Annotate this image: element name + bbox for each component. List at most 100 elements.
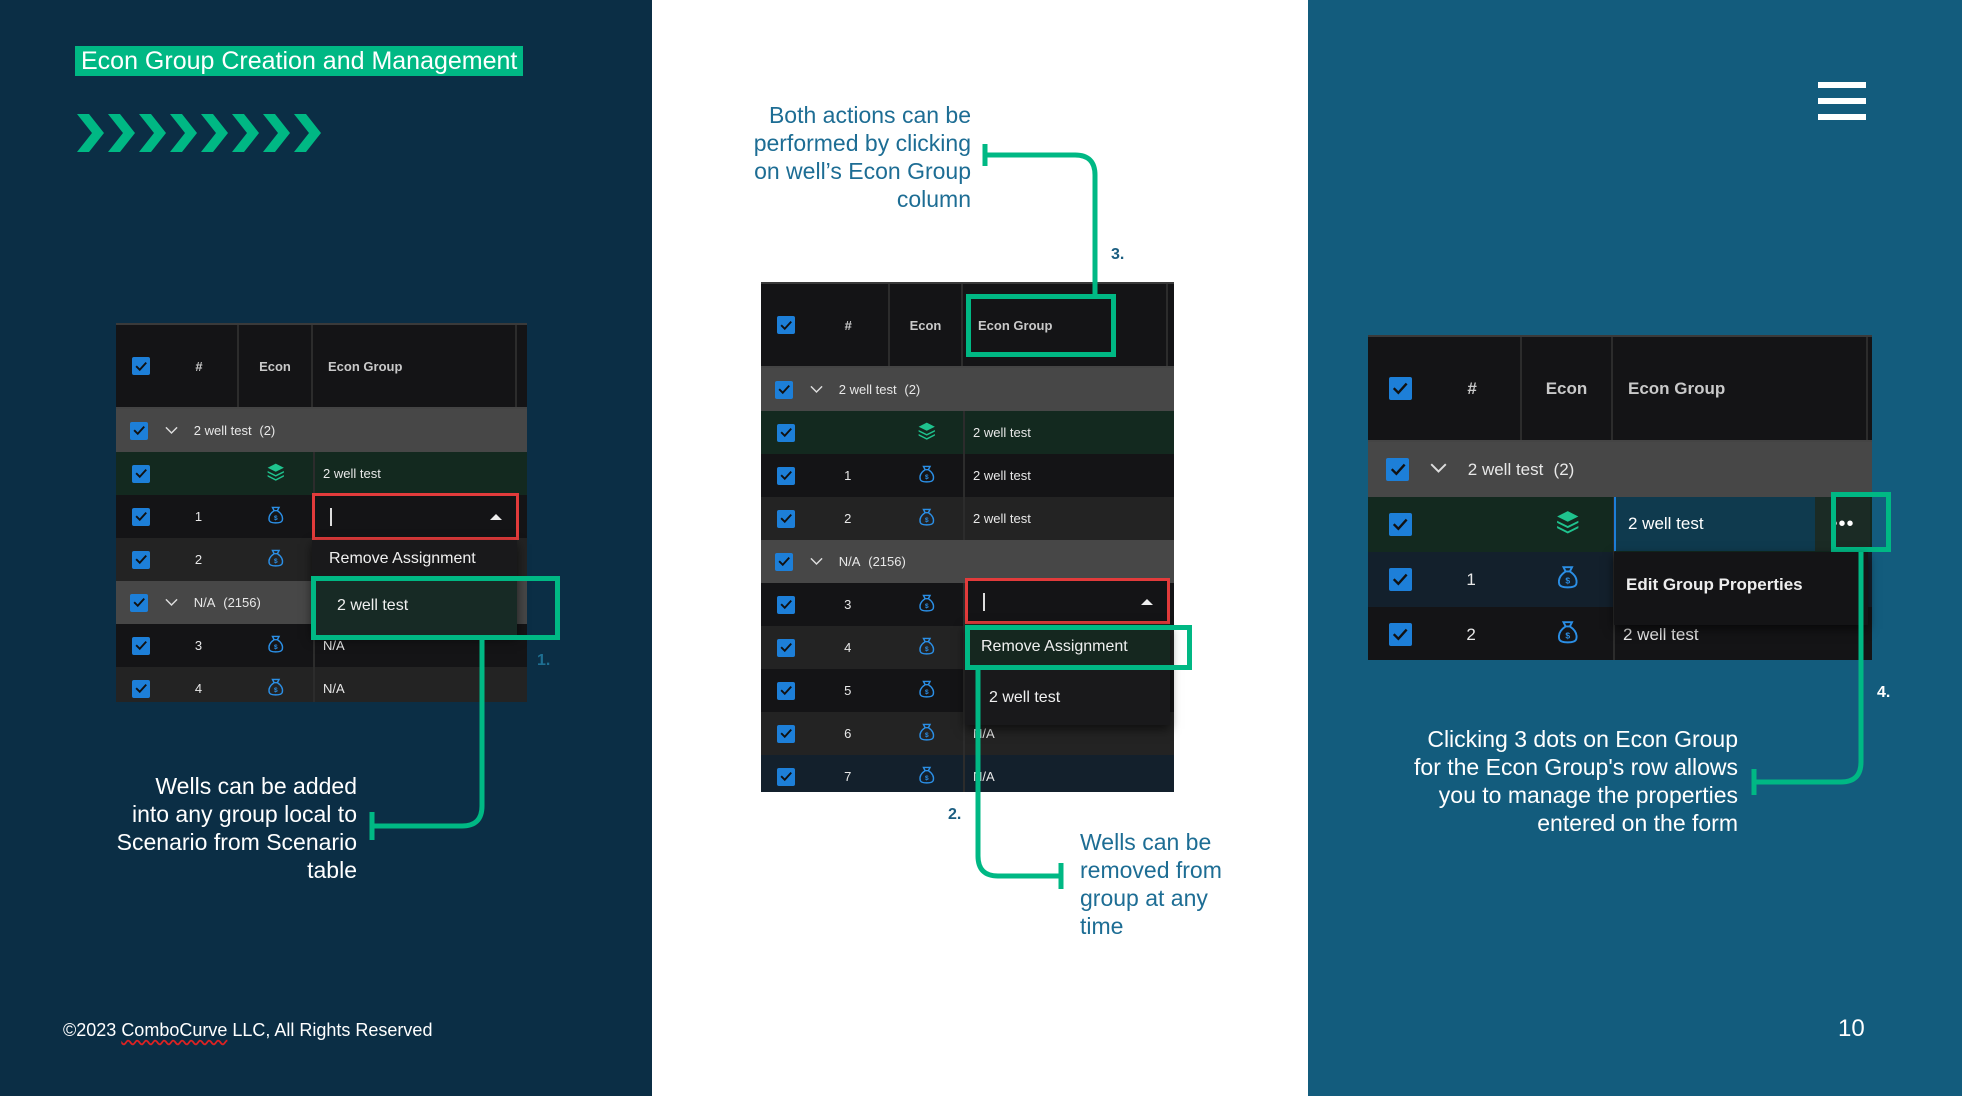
chevron-right-icon [77, 114, 104, 152]
group-count: (2) [259, 423, 276, 438]
money-bag-icon[interactable]: $ [266, 634, 286, 657]
step-1-label: 1. [537, 652, 551, 669]
econ-group-input[interactable] [312, 493, 519, 540]
econ-group-cell[interactable]: 2 well test [963, 411, 1168, 454]
checkbox[interactable] [1388, 568, 1412, 591]
checkbox[interactable] [777, 595, 796, 614]
select-cell: 3 [116, 624, 239, 667]
econ-group-cell[interactable]: N/A [963, 755, 1168, 792]
svg-text:$: $ [925, 689, 929, 696]
active-econ-group-cell[interactable]: 2 well test [1614, 497, 1815, 551]
checkbox[interactable] [777, 316, 796, 334]
chevron-down-icon[interactable] [1430, 460, 1447, 480]
checkbox[interactable] [132, 679, 151, 698]
caret-up-icon[interactable] [490, 514, 502, 520]
row-number: 4 [194, 681, 203, 696]
econ-group-cell[interactable] [963, 669, 1168, 712]
step-4-label: 4. [1877, 684, 1891, 701]
checkbox[interactable] [132, 357, 151, 375]
header-econ[interactable]: Econ [239, 325, 313, 407]
money-bag-icon[interactable]: $ [266, 677, 286, 700]
header-econ[interactable]: Econ [1522, 337, 1613, 440]
header-econ[interactable]: Econ [890, 284, 963, 366]
caret-up-icon[interactable] [1141, 599, 1153, 605]
header-econ-group[interactable]: Econ Group [963, 284, 1168, 366]
checkbox[interactable] [130, 421, 149, 440]
econ-cell: $ [239, 538, 313, 581]
hamburger-menu-icon[interactable] [1818, 82, 1866, 122]
checkbox[interactable] [777, 638, 796, 657]
header-econ-group[interactable]: Econ Group [1613, 337, 1868, 440]
group-row[interactable]: 2 well test(2) [761, 368, 1174, 411]
checkbox[interactable] [132, 550, 151, 569]
table-row: 4 $ N/A [116, 667, 527, 702]
chevron-arrows [75, 112, 323, 154]
econ-group-cell[interactable]: N/A [313, 624, 517, 667]
select-cell [116, 452, 239, 495]
money-bag-icon[interactable]: $ [917, 636, 937, 659]
layers-icon [917, 421, 937, 444]
group-row[interactable]: 2 well test(2) [1368, 442, 1872, 497]
more-horizontal-icon: ••• [1830, 512, 1855, 535]
checkbox[interactable] [777, 767, 796, 786]
checkbox[interactable] [777, 681, 796, 700]
checkbox[interactable] [775, 552, 794, 571]
group-row[interactable]: 2 well test(2) [116, 409, 527, 452]
menu-item-2-well-test[interactable]: 2 well test [989, 688, 1061, 706]
chevron-down-icon[interactable] [164, 423, 178, 438]
header-cell-select: # [1368, 337, 1522, 440]
chevron-down-icon[interactable] [809, 554, 823, 569]
menu-item-remove-assignment[interactable]: Remove Assignment [965, 624, 1170, 670]
money-bag-icon[interactable]: $ [1555, 619, 1581, 650]
checkbox[interactable] [1386, 458, 1410, 481]
chevron-right-icon [232, 114, 259, 152]
money-bag-icon[interactable]: $ [917, 722, 937, 745]
checkbox[interactable] [777, 509, 796, 528]
checkbox[interactable] [132, 636, 151, 655]
checkbox[interactable] [132, 507, 151, 526]
money-bag-icon[interactable]: $ [917, 593, 937, 616]
econ-group-cell[interactable]: 2 well test [313, 452, 517, 495]
more-options-button[interactable]: ••• [1815, 497, 1870, 551]
checkbox[interactable] [1388, 513, 1412, 536]
menu-item-2-well-test[interactable]: 2 well test [312, 577, 517, 635]
checkbox[interactable] [1388, 377, 1412, 400]
copyright-suffix: LLC, All Rights Reserved [227, 1020, 433, 1040]
note-line: for the Econ Group's row allows [1414, 754, 1738, 780]
group-title: N/A(2156) [194, 595, 261, 610]
econ-group-cell[interactable]: N/A [313, 667, 517, 702]
money-bag-icon[interactable]: $ [917, 507, 937, 530]
copyright-brand: CombоCurve [121, 1020, 228, 1040]
econ-group-input[interactable] [965, 578, 1170, 624]
econ-cell: $ [890, 497, 963, 540]
checkbox[interactable] [777, 724, 796, 743]
econ-group-cell[interactable]: 2 well test [963, 497, 1168, 540]
econ-cell: $ [239, 624, 313, 667]
group-cell: N/A(2156) [116, 581, 261, 624]
menu-item-remove-assignment[interactable]: Remove Assignment [329, 549, 476, 567]
checkbox[interactable] [132, 464, 151, 483]
money-bag-icon[interactable]: $ [917, 679, 937, 702]
group-row[interactable]: N/A(2156) [761, 540, 1174, 583]
money-bag-icon[interactable]: $ [266, 548, 286, 571]
header-econ-group[interactable]: Econ Group [313, 325, 517, 407]
checkbox[interactable] [1388, 623, 1412, 646]
checkbox[interactable] [130, 593, 149, 612]
econ-group-cell[interactable]: 2 well test [963, 454, 1168, 497]
chevron-down-icon[interactable] [809, 382, 823, 397]
econ-cell: $ [890, 669, 963, 712]
group-label: 2 well test [838, 382, 897, 397]
money-bag-icon[interactable]: $ [917, 765, 937, 788]
econ-group-cell[interactable] [963, 626, 1168, 669]
money-bag-icon[interactable]: $ [1555, 564, 1581, 595]
checkbox[interactable] [777, 423, 796, 442]
money-bag-icon[interactable]: $ [917, 464, 937, 487]
checkbox[interactable] [775, 380, 794, 399]
checkbox[interactable] [777, 466, 796, 485]
chevron-down-icon[interactable] [164, 595, 178, 610]
group-count: (2) [1553, 459, 1575, 479]
menu-item-edit-group-properties[interactable]: Edit Group Properties [1626, 575, 1803, 594]
money-bag-icon[interactable]: $ [266, 505, 286, 528]
econ-group-cell[interactable] [963, 583, 1168, 626]
econ-group-cell[interactable]: 2 well test [1613, 607, 1868, 660]
